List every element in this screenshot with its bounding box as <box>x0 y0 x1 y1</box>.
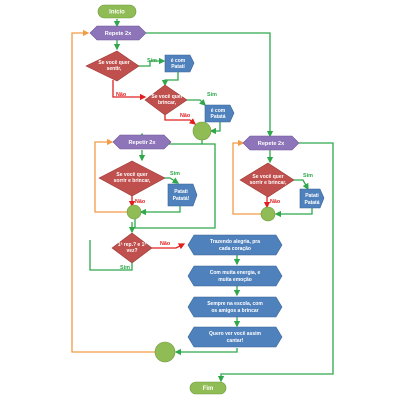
decision-right-line2: sorrir e brincar, <box>250 180 287 186</box>
process-patati-line1: é com <box>171 58 186 64</box>
process-song-2: Com muita energia, e muita emoção <box>187 265 283 287</box>
edge-sorrir-sim <box>164 177 180 184</box>
label-nao-right: Não <box>270 199 281 205</box>
process-song-4: Quero ver você assim cantar! <box>187 326 283 348</box>
edge-main-loop-return <box>71 29 155 353</box>
label-sim-sorrir: Sim <box>170 171 180 177</box>
decision-vez-line1: 1ª rep.? e 1ª <box>118 242 147 248</box>
decision-sorrir-line1: Se você quer <box>116 172 147 178</box>
loop-inner: Repetir 2x <box>112 134 172 150</box>
edge-patata-to-conn2 <box>139 206 181 216</box>
edge-brincar-sim <box>186 99 206 106</box>
loop-main: Repete 2x <box>89 25 147 41</box>
loop-inner-label: Repetir 2x <box>128 140 156 146</box>
edges <box>71 19 334 383</box>
process-inner-line1: Patati <box>174 189 188 195</box>
process-patati-line2: Patatí <box>171 64 185 70</box>
process-patati-patata-right: Patati Patatá <box>299 188 325 209</box>
end-label: Fim <box>203 386 214 392</box>
song-2-line1: Com muita energia, e <box>210 270 261 276</box>
edge-brincar-nao <box>164 115 197 125</box>
process-patati: é com Patatí <box>164 54 195 73</box>
edge-vez-sim <box>89 240 133 271</box>
connector-3 <box>260 206 276 222</box>
decision-sentir: Se você quer sentir, <box>85 50 140 82</box>
song-3-line2: os amigos a brincar <box>211 308 258 314</box>
process-right-line1: Patati <box>305 193 319 199</box>
edge-vez-nao <box>150 243 186 250</box>
edge-right-loop-return <box>232 139 262 215</box>
end-terminal: Fim <box>189 381 227 395</box>
process-song-3: Sempre na escola, com os amigos a brinca… <box>187 296 283 318</box>
decision-brincar: Se você quer brincar, <box>144 84 188 116</box>
edge-right-p-to-conn <box>274 208 313 218</box>
song-2-line2: muita emoção <box>218 277 252 283</box>
process-patata-line1: é com <box>211 108 226 114</box>
process-right-line2: Patatá <box>304 200 319 206</box>
connector-2 <box>126 204 142 220</box>
label-sim-brincar: Sim <box>207 92 217 98</box>
label-nao-sentir: Não <box>116 92 127 98</box>
edge-patata-to-conn <box>209 122 221 135</box>
loop-right-label: Repete 2x <box>258 141 285 147</box>
edge-patati-to-brincar <box>161 72 179 87</box>
decision-brincar-line2: brincar, <box>158 100 177 106</box>
start-terminal: Início <box>97 4 137 19</box>
label-sim-vez: Sim <box>120 265 130 271</box>
process-song-1: Trazendo alegria, pra cada coração <box>187 234 283 256</box>
edge-right-sim <box>291 179 309 191</box>
label-sim-right: Sim <box>303 173 313 179</box>
connector-1 <box>192 121 212 141</box>
song-1-line2: cada coração <box>219 246 251 252</box>
start-label: Início <box>109 10 125 16</box>
edge-sentir-sim <box>138 57 166 67</box>
edge-inner-loop-return <box>94 138 128 213</box>
label-nao-vez: Não <box>160 241 171 247</box>
label-sim-sentir: Sim <box>147 58 157 64</box>
edge-conn2-to-vez <box>134 143 216 229</box>
decision-right-line1: Se você quer <box>252 174 283 180</box>
label-nao-brincar: Não <box>180 113 191 119</box>
edge-right-exit <box>217 142 334 383</box>
edge-labels: Sim Não Sim Não Sim Não Não Sim Sim Não <box>116 58 313 271</box>
decision-sentir-line1: Se você quer <box>98 60 129 66</box>
song-4-line1: Quero ver você assim <box>209 331 262 337</box>
decision-primeira-vez: 1ª rep.? e 1ª vez? <box>111 232 153 264</box>
process-patata: é com Patatá <box>204 104 235 123</box>
decision-vez-line2: vez? <box>126 248 137 254</box>
edge-main-exit <box>146 32 274 138</box>
decision-brincar-line1: Se você quer <box>151 94 182 100</box>
connector-main <box>154 341 176 363</box>
process-patati-patata-inner: Patati Patatá! <box>167 183 198 207</box>
edge-s4-to-conn <box>174 348 238 356</box>
edge-sentir-nao <box>112 80 147 101</box>
process-inner-line2: Patatá! <box>173 196 190 202</box>
decision-sorrir-right: Se você quer sorrir e brincar, <box>239 162 295 198</box>
song-3-line1: Sempre na escola, com <box>207 301 263 307</box>
decision-sentir-line2: sentir, <box>107 66 122 72</box>
decision-sorrir-line2: sorrir e brincar, <box>114 178 151 184</box>
process-patata-line2: Patatá <box>210 114 225 120</box>
song-1-line1: Trazendo alegria, pra <box>210 239 260 245</box>
decision-sorrir: Se você quer sorrir e brincar, <box>98 160 166 197</box>
loop-main-label: Repete 2x <box>105 31 132 37</box>
label-nao-sorrir: Não <box>135 199 146 205</box>
song-4-line2: cantar! <box>227 338 244 344</box>
loop-right: Repete 2x <box>242 135 300 151</box>
